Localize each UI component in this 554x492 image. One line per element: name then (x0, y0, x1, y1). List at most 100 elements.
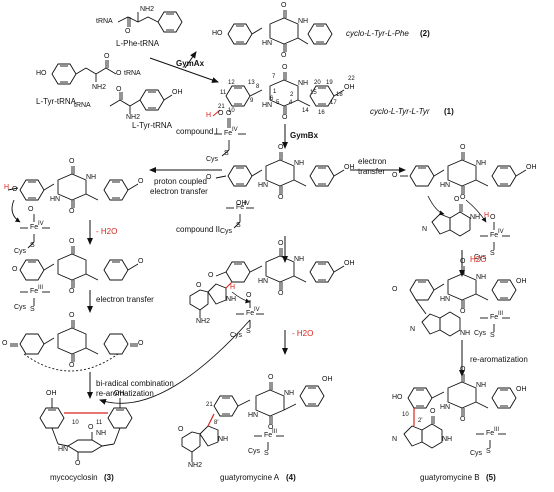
cyclo-tyr-phe-number: (2) (420, 29, 430, 38)
electron-transfer-label: electron transfer (96, 295, 154, 304)
center-c8-highlight (226, 282, 232, 288)
left-o-top: O (69, 158, 75, 165)
mycocyclosin-o-top: O (88, 424, 94, 431)
product2-hn: HN (262, 40, 273, 47)
compound-i-cys: Cys (206, 156, 219, 163)
mycocyclosin-c11: 11 (96, 420, 103, 426)
guatyromycine-b-structure (404, 374, 516, 448)
center-fe-s: S (246, 328, 251, 335)
right-o-bottom: O (460, 194, 466, 201)
biradical-combination-arrow (99, 320, 250, 405)
guatyromycine-a-guanine-o: O (178, 426, 184, 433)
atom-number: 13 (248, 80, 255, 86)
center-fe: Fe (236, 204, 245, 211)
center-compound-ii-bonds (226, 208, 254, 228)
center-fe-iv-bonds (236, 300, 264, 328)
pcet-line2: electron transfer (150, 187, 208, 196)
right-h2o: H2O (470, 255, 487, 264)
right-adduct-fe-ox: III (498, 311, 504, 317)
compound-i-iron-bonds (214, 118, 246, 156)
left-dienone-o-bottom: O (69, 362, 75, 369)
right-h: H (484, 212, 490, 219)
right-fe: Fe (490, 232, 499, 239)
guatyromycine-a-o-top: O (268, 374, 274, 381)
left-fe-iii: Fe (30, 288, 39, 295)
left-cys: Cys (14, 248, 27, 255)
atom-number: 14 (302, 108, 309, 114)
atom-number: 1 (273, 89, 277, 95)
guatyromycine-a-hn: HN (248, 412, 259, 419)
atom-number: 2 (290, 92, 294, 98)
left-fe: Fe (30, 224, 39, 231)
et-right-line1: electron (358, 157, 387, 166)
center-guanine-nh: NH (226, 296, 237, 303)
left-biradical-o-top: O (69, 238, 75, 245)
right-fe-ox: IV (498, 229, 504, 235)
compound-ii-label: compound II (176, 225, 221, 234)
left-o-radical: O (138, 178, 144, 185)
right-oh: OH (526, 164, 537, 171)
atom-number: 6 (270, 96, 274, 102)
right-fe-o: O (490, 214, 496, 221)
right-adduct-structure (410, 266, 516, 336)
cyclo-tyr-phe-label: cyclo-L-Tyr-L-Phe (346, 29, 409, 38)
cyclo-tyr-tyr-number: (1) (444, 107, 454, 116)
guatyromycine-b-guanine-n: N (392, 436, 398, 443)
tyr-left-nh2: NH2 (92, 84, 107, 91)
gymax-enzyme-label: GymAx (176, 59, 205, 68)
pcet-line1: proton coupled (154, 177, 207, 186)
compound-i-s: S (224, 150, 229, 157)
center-guanine-nh2: NH2 (196, 318, 211, 325)
product1-oh: OH (344, 84, 355, 91)
right-fe-iii-bonds-1 (480, 318, 510, 332)
gymbx-enzyme-label: GymBx (290, 131, 319, 140)
left-biradical-o: O (12, 266, 18, 273)
left-fe-iii-bonds (20, 292, 50, 306)
guatyromycine-a-nh: NH (284, 390, 295, 397)
right-adduct-guanine-n: N (410, 326, 416, 333)
product2-o-top: O (281, 2, 287, 9)
tyr-right-nh2: NH2 (126, 114, 141, 121)
center-fe-ox: IV (244, 201, 250, 207)
right-adduct-cys: Cys (474, 330, 487, 337)
right-nh: NH (476, 160, 487, 167)
mycocyclosin-label: mycocyclosin (50, 473, 98, 482)
guatyromycine-a-cys: Cys (248, 448, 261, 455)
center-adduct-hn: HN (258, 278, 269, 285)
right-adduct-o-top: O (460, 258, 466, 265)
guatyromycine-a-guanine-nh: NH (218, 436, 229, 443)
guatyromycine-b-ho: HO (392, 394, 403, 401)
guatyromycine-a-structure (182, 382, 324, 462)
guatyromycine-b-fe: Fe (486, 430, 495, 437)
guatyromycine-b-guanine-nh: NH (442, 436, 453, 443)
mycocyclosin-structure (40, 398, 132, 460)
compound-i-label: compound I (176, 127, 218, 136)
guatyromycine-b-label: guatyromycine B (420, 473, 480, 482)
guatyromycine-a-fe: Fe (264, 432, 273, 439)
compound-i-fe: Fe (224, 130, 233, 137)
left-fe-iii-cys: Cys (14, 304, 27, 311)
rearomatization-label: re-aromatization (470, 355, 528, 364)
atom-number: 8 (256, 84, 260, 90)
atom-number: 11 (220, 90, 227, 96)
right-hn: HN (440, 182, 451, 189)
center-adduct-o-top: O (278, 240, 284, 247)
center-adduct-h: H (230, 284, 236, 291)
left-s: S (30, 242, 35, 249)
tyr-trna-right-label: L-Tyr-tRNA (132, 121, 172, 130)
guatyromycine-a-label: guatyromycine A (220, 473, 280, 482)
guatyromycine-a-fe-iii-bonds (254, 436, 284, 450)
right-guanine-structure (432, 204, 470, 236)
electron-pushing-arrows (232, 196, 486, 304)
cyclo-tyr-phe-structure (228, 10, 332, 52)
mycocyclosin-c10: 10 (72, 420, 79, 426)
left-dienone-o-top: O (69, 312, 75, 319)
center-adduct-oh: OH (344, 260, 355, 267)
product2-o-bottom: O (281, 52, 287, 59)
tyr-trna-left-label: L-Tyr-tRNA (36, 97, 76, 106)
guatyromycine-a-oh: OH (322, 376, 333, 383)
right-guanine-o: O (454, 196, 460, 203)
compound-i-ox: IV (232, 127, 238, 133)
tyr-right-carbonyl-o: O (116, 86, 122, 93)
mycocyclosin-o-bottom: O (75, 460, 81, 467)
